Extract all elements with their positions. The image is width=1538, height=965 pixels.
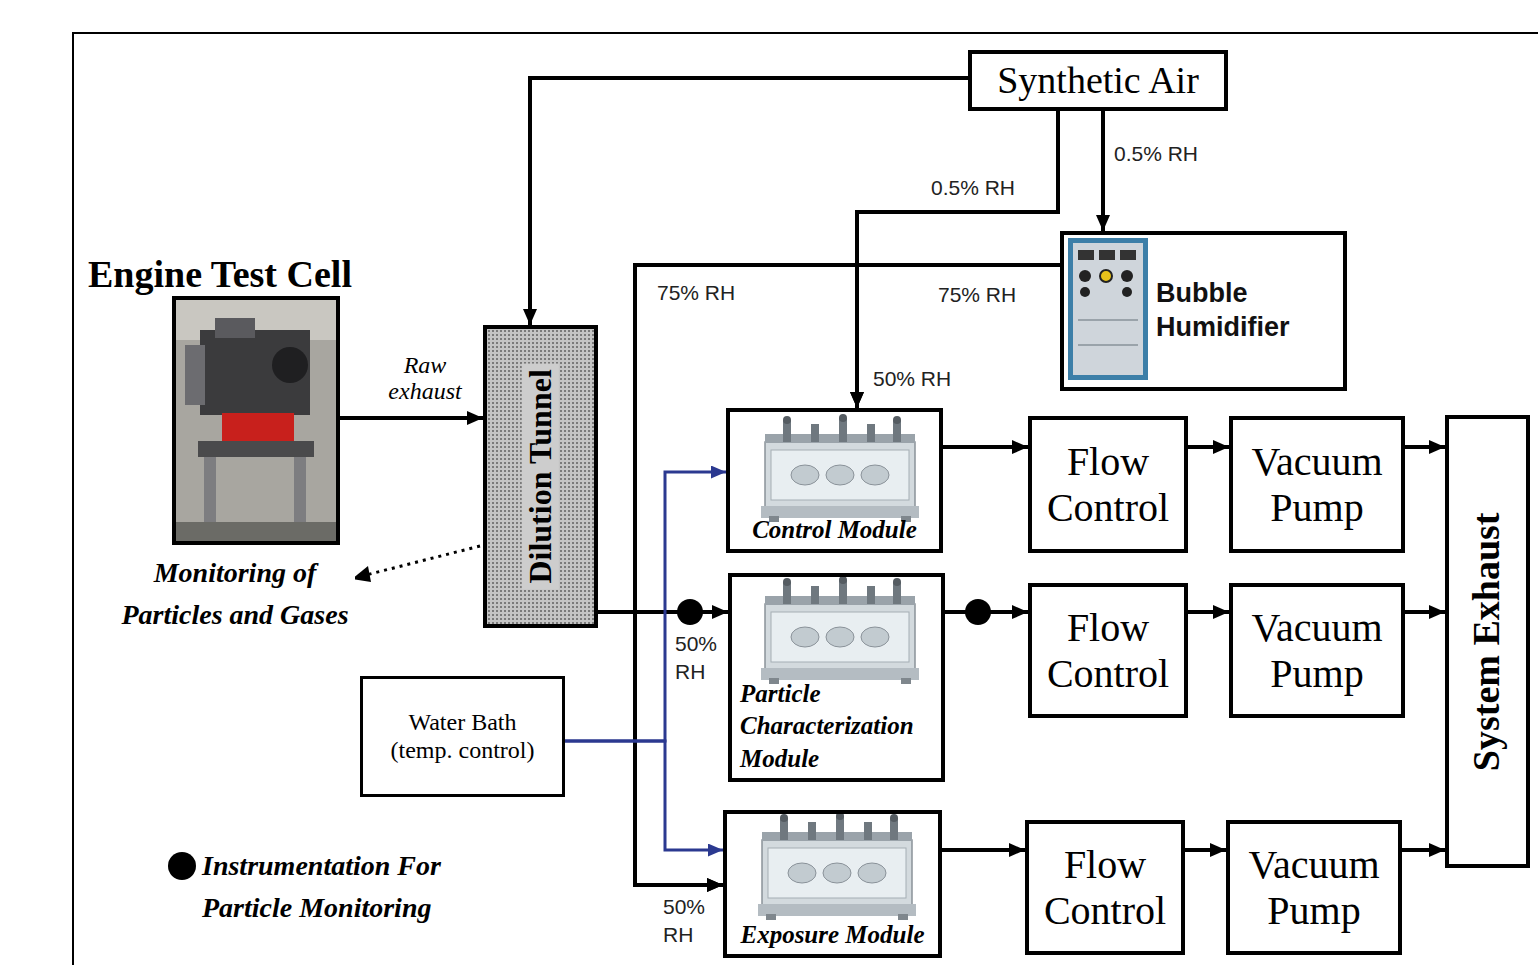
note-label: Monitoring of Particles and Gases [115, 552, 355, 636]
photo-box: Engine Test Cell [172, 296, 340, 545]
engine-part [272, 347, 308, 383]
module-picture [758, 812, 916, 920]
module-picture [761, 576, 919, 684]
humidifier-icon [1068, 238, 1148, 380]
flow-arrow [1188, 610, 1229, 614]
frame-line [72, 32, 74, 965]
edge-label: 0.5% RH [1113, 140, 1199, 168]
process-box: Flow Control [1028, 416, 1188, 553]
leader-line [366, 546, 480, 575]
engine-frame [198, 441, 314, 457]
legend-entry: Instrumentation For Particle Monitoring [166, 845, 502, 929]
edge-label: 0.5% RH [930, 174, 1016, 202]
display [1078, 250, 1094, 260]
engine-leg [294, 457, 306, 527]
bath-box: Water Bath (temp. control) [360, 676, 565, 797]
knob [1080, 287, 1090, 297]
node-text: Flow Control [1029, 842, 1181, 934]
flow-arrow [635, 265, 1060, 885]
module-box: Particle Characterization Module [728, 573, 945, 782]
supply-box: Synthetic Air [968, 50, 1228, 111]
flow-arrow [942, 848, 1025, 852]
cabinet-face [1073, 243, 1143, 375]
knob [1100, 270, 1112, 282]
device-box: Bubble Humidifier [1060, 231, 1347, 391]
node-text: Exposure Module [740, 919, 924, 952]
process-box: Flow Control [1025, 820, 1185, 955]
display [1120, 250, 1136, 260]
photo-ground [176, 300, 336, 541]
engine-block [200, 330, 310, 415]
engine-photo [176, 300, 336, 541]
node-text: Particle Characterization Module [740, 678, 941, 776]
engine-part [185, 345, 205, 405]
flow-arrow [1185, 848, 1226, 852]
module-box: Exposure Module [723, 810, 942, 958]
node-text: Engine Test Cell [88, 252, 352, 296]
node-text: System Exhaust [1466, 512, 1510, 771]
exhaust-box: System Exhaust [1445, 415, 1530, 868]
node-text: Flow Control [1032, 605, 1184, 697]
process-box: Flow Control [1028, 583, 1188, 718]
process-box: Vacuum Pump [1229, 416, 1405, 553]
flow-arrow [1101, 111, 1105, 231]
instrument-dot [168, 852, 196, 880]
node-text: Control Module [752, 514, 917, 547]
engine-part [215, 318, 255, 338]
engine-leg [204, 457, 216, 527]
node-text: Dilution Tunnel [522, 363, 559, 589]
node-text: Vacuum Pump [1233, 439, 1401, 531]
instrument-dot [965, 599, 991, 625]
flow-arrow [1402, 848, 1445, 852]
legend-sample [166, 850, 198, 882]
humidity-label: 50% RH [674, 630, 724, 687]
node-text: Bubble Humidifier [1156, 277, 1343, 345]
flow-arrow [530, 78, 968, 325]
node-text: Flow Control [1032, 439, 1184, 531]
process-box: Vacuum Pump [1229, 583, 1405, 718]
node-text: Synthetic Air [997, 59, 1199, 103]
flow-arrow [1405, 610, 1445, 614]
module-picture [761, 414, 919, 522]
photo-floor [176, 522, 336, 541]
legend-text: Instrumentation For Particle Monitoring [202, 845, 502, 929]
flow-arrow [1405, 445, 1445, 449]
humidity-label: 50% RH [872, 365, 952, 393]
edge-label: Raw exhaust [372, 352, 478, 405]
frame-line [72, 32, 1538, 34]
humidity-label: 50% RH [662, 893, 712, 950]
node-text: Water Bath (temp. control) [383, 709, 542, 764]
flow-arrow [598, 612, 723, 885]
flow-arrow [857, 111, 1058, 408]
engine-part [222, 413, 294, 441]
flow-arrow [943, 445, 1028, 449]
knob [1079, 270, 1091, 282]
process-box: Vacuum Pump [1226, 820, 1402, 955]
panel-line [1078, 344, 1138, 346]
module-box: Control Module [726, 408, 943, 553]
node-text: Vacuum Pump [1233, 605, 1401, 697]
tunnel-box: Dilution Tunnel [483, 325, 598, 628]
edge-label: 75% RH [656, 279, 736, 307]
water-line [565, 741, 723, 850]
display [1099, 250, 1115, 260]
flow-arrow [857, 265, 1060, 408]
knob [1121, 270, 1133, 282]
edge-label: 75% RH [937, 281, 1017, 309]
flow-arrow [1188, 445, 1229, 449]
instrument-dot [677, 599, 703, 625]
panel-line [1078, 319, 1138, 321]
cabinet [1068, 238, 1148, 380]
node-text: Vacuum Pump [1230, 842, 1398, 934]
flow-arrow [340, 416, 483, 420]
knob [1122, 287, 1132, 297]
